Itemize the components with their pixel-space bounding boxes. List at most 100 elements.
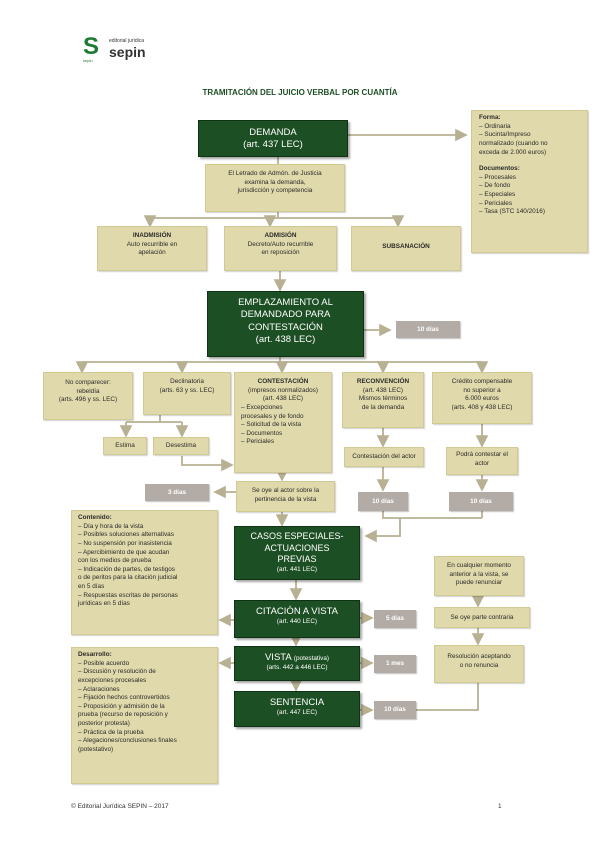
contenido-line: – Indicación de partes, de testigos: [78, 565, 175, 573]
resolucion-line: o no renuncia: [459, 661, 499, 669]
logo-sub: sepin: [83, 58, 93, 63]
letrado-line: examina la demanda,: [244, 178, 306, 186]
brand-small: editorial jurídica: [109, 38, 145, 44]
contestacion-line: – Documentos: [241, 429, 283, 437]
vista-title-suffix: (potestativa): [293, 655, 330, 662]
cualquier-momento-line: En cualquier momento: [447, 562, 511, 569]
reconvencion-line: (art. 438 LEC): [362, 386, 404, 394]
credito-line: (arts. 408 y 438 LEC): [451, 403, 513, 411]
desarrollo-line: (potestativo): [78, 746, 114, 754]
citacion-vista-box: CITACIÓN A VISTA (art. 440 LEC): [234, 600, 360, 638]
contestacion-line: – Periciales: [241, 438, 275, 446]
letrado-line: jurisdicción y competencia: [237, 187, 313, 195]
inadmision-heading: INADMISIÓN: [132, 232, 172, 239]
resolucion-box: Resolución aceptando o no renuncia: [434, 645, 524, 683]
cualquier-momento-box: En cualquier momento anterior a la vista…: [434, 556, 524, 596]
plazo-1-mes: 1 mes: [374, 655, 416, 673]
contenido-line: jurídicas en 5 días: [78, 600, 130, 608]
contestacion-actor-box: Contestación del actor: [344, 447, 424, 467]
forma-line: – Especiales: [479, 191, 516, 199]
emplazamiento-line: (art. 438 LEC): [255, 334, 316, 346]
forma-line: – Sucinta/Impreso: [479, 131, 531, 139]
declinatoria-box: Declinatoria (arts. 63 y ss. LEC): [143, 372, 231, 415]
declinatoria-line: Declinatoria: [170, 378, 204, 385]
desarrollo-line: – Proposición y admisión de la: [78, 702, 165, 710]
forma-line: normalizado (cuando no: [479, 139, 548, 147]
plazo-10-dias-sentencia: 10 días: [374, 701, 416, 719]
reconvencion-heading: RECONVENCIÓN: [356, 378, 410, 385]
demanda-line: DEMANDA: [249, 127, 297, 138]
admision-line: en reposición: [261, 249, 300, 257]
desarrollo-line: – Discusión y resolución de: [78, 668, 156, 676]
reconvencion-line: de la demanda: [361, 403, 405, 411]
plazo-10-dias-contestacion: 10 días: [396, 321, 460, 338]
letrado-line: El Letrado de Admón. de Justicia: [228, 170, 322, 177]
no-comparecer-line: No comparecer:: [65, 379, 111, 386]
sentencia-box: SENTENCIA (art. 447 LEC): [234, 691, 360, 727]
sentencia-line: SENTENCIA: [269, 697, 325, 708]
declinatoria-line: (arts. 63 y ss. LEC): [159, 386, 215, 394]
contestacion-line: (impresos normalizados): [248, 386, 318, 394]
demanda-line: (art. 437 LEC): [243, 139, 303, 151]
demanda-box: DEMANDA (art. 437 LEC): [198, 120, 348, 157]
admision-heading: ADMISIÓN: [264, 232, 297, 239]
credito-box: Crédito compensable no superior a 6.000 …: [432, 372, 532, 424]
contestacion-line: procesales y de fondo: [241, 412, 304, 420]
podra-contestar-line: actor: [474, 459, 490, 467]
contenido-line: – Día y hora de la vista: [78, 522, 144, 530]
podra-contestar-box: Podrá contestar el actor: [446, 447, 518, 475]
contenido-line: – No suspensión por inasistencia: [78, 539, 172, 547]
contenido-line: – Respuestas escritas de personas: [78, 591, 178, 599]
subsanacion-box: SUBSANACIÓN: [351, 226, 461, 271]
plazo-10-dias-credito: 10 días: [449, 492, 513, 511]
desarrollo-heading: Desarrollo:: [78, 651, 112, 658]
no-comparecer-line: (arts. 496 y ss. LEC): [58, 396, 118, 404]
reconvencion-box: RECONVENCIÓN (art. 438 LEC) Mismos térmi…: [342, 372, 424, 428]
forma-line: [479, 157, 587, 165]
contenido-line: – Apercibimiento de que acudan: [78, 548, 170, 556]
plazo-3-dias: 3 días: [145, 484, 209, 501]
reconvencion-line: Mismos términos: [358, 395, 408, 403]
credito-line: Crédito compensable: [451, 378, 513, 385]
vista-line: (arts. 442 a 446 LEC): [266, 664, 328, 672]
forma-line: – Periciales: [479, 199, 513, 207]
desarrollo-line: – Alegaciones/conclusiones finales: [78, 737, 177, 745]
podra-contestar-line: Podrá contestar el: [456, 451, 508, 458]
casos-line: CASOS ESPECIALES-: [250, 531, 344, 541]
contestacion-line: – Excepciones: [241, 403, 283, 411]
contenido-heading: Contenido:: [78, 514, 112, 521]
desarrollo-line: – Aclaraciones: [78, 685, 120, 693]
forma-line: – De fondo: [479, 182, 511, 190]
estima-box: Estima: [103, 437, 147, 455]
casos-especiales-box: CASOS ESPECIALES- ACTUACIONES PREVIAS (a…: [234, 526, 360, 580]
forma-box: Forma: – Ordinaria – Sucinta/Impreso nor…: [471, 110, 588, 253]
contestacion-heading: CONTESTACIÓN: [257, 378, 309, 385]
emplazamiento-box: EMPLAZAMIENTO AL DEMANDADO PARA CONTESTA…: [207, 291, 364, 357]
desarrollo-line: prueba (recurso de reposición y: [78, 711, 168, 719]
brand-name: sepin: [109, 44, 146, 60]
sentencia-line: (art. 447 LEC): [276, 709, 318, 717]
plazo-10-dias-reconvencion: 10 días: [358, 492, 408, 511]
admision-line: Decreto/Auto recurrible: [247, 240, 314, 248]
inadmision-line: Auto recurrible en: [126, 240, 178, 248]
desarrollo-line: posterior protesta): [78, 720, 130, 728]
vista-title: VISTA: [264, 652, 292, 663]
cualquier-momento-line: anterior a la vista, se: [449, 570, 509, 578]
contenido-line: o de peritos para la citación judicial: [78, 574, 178, 582]
desarrollo-line: – Fijación hechos controvertidos: [78, 694, 170, 702]
credito-line: no superior a: [463, 386, 501, 394]
letrado-box: El Letrado de Admón. de Justicia examina…: [205, 164, 345, 212]
citacion-line: CITACIÓN A VISTA: [256, 606, 338, 617]
contenido-line: en 5 días: [78, 583, 105, 591]
desarrollo-line: – Posible acuerdo: [78, 659, 130, 667]
contenido-line: – Posibles soluciones alternativas: [78, 531, 174, 539]
plazo-5-dias: 5 días: [374, 610, 416, 628]
casos-line: PREVIAS: [277, 554, 317, 565]
admision-box: ADMISIÓN Decreto/Auto recurrible en repo…: [224, 226, 337, 271]
resolucion-line: Resolución aceptando: [447, 653, 511, 660]
credito-line: 6.000 euros: [465, 395, 499, 403]
page-number: 1: [498, 803, 502, 810]
contestacion-line: – Solicitud de la vista: [241, 421, 302, 429]
contenido-box: Contenido: – Día y hora de la vista – Po…: [71, 510, 218, 635]
